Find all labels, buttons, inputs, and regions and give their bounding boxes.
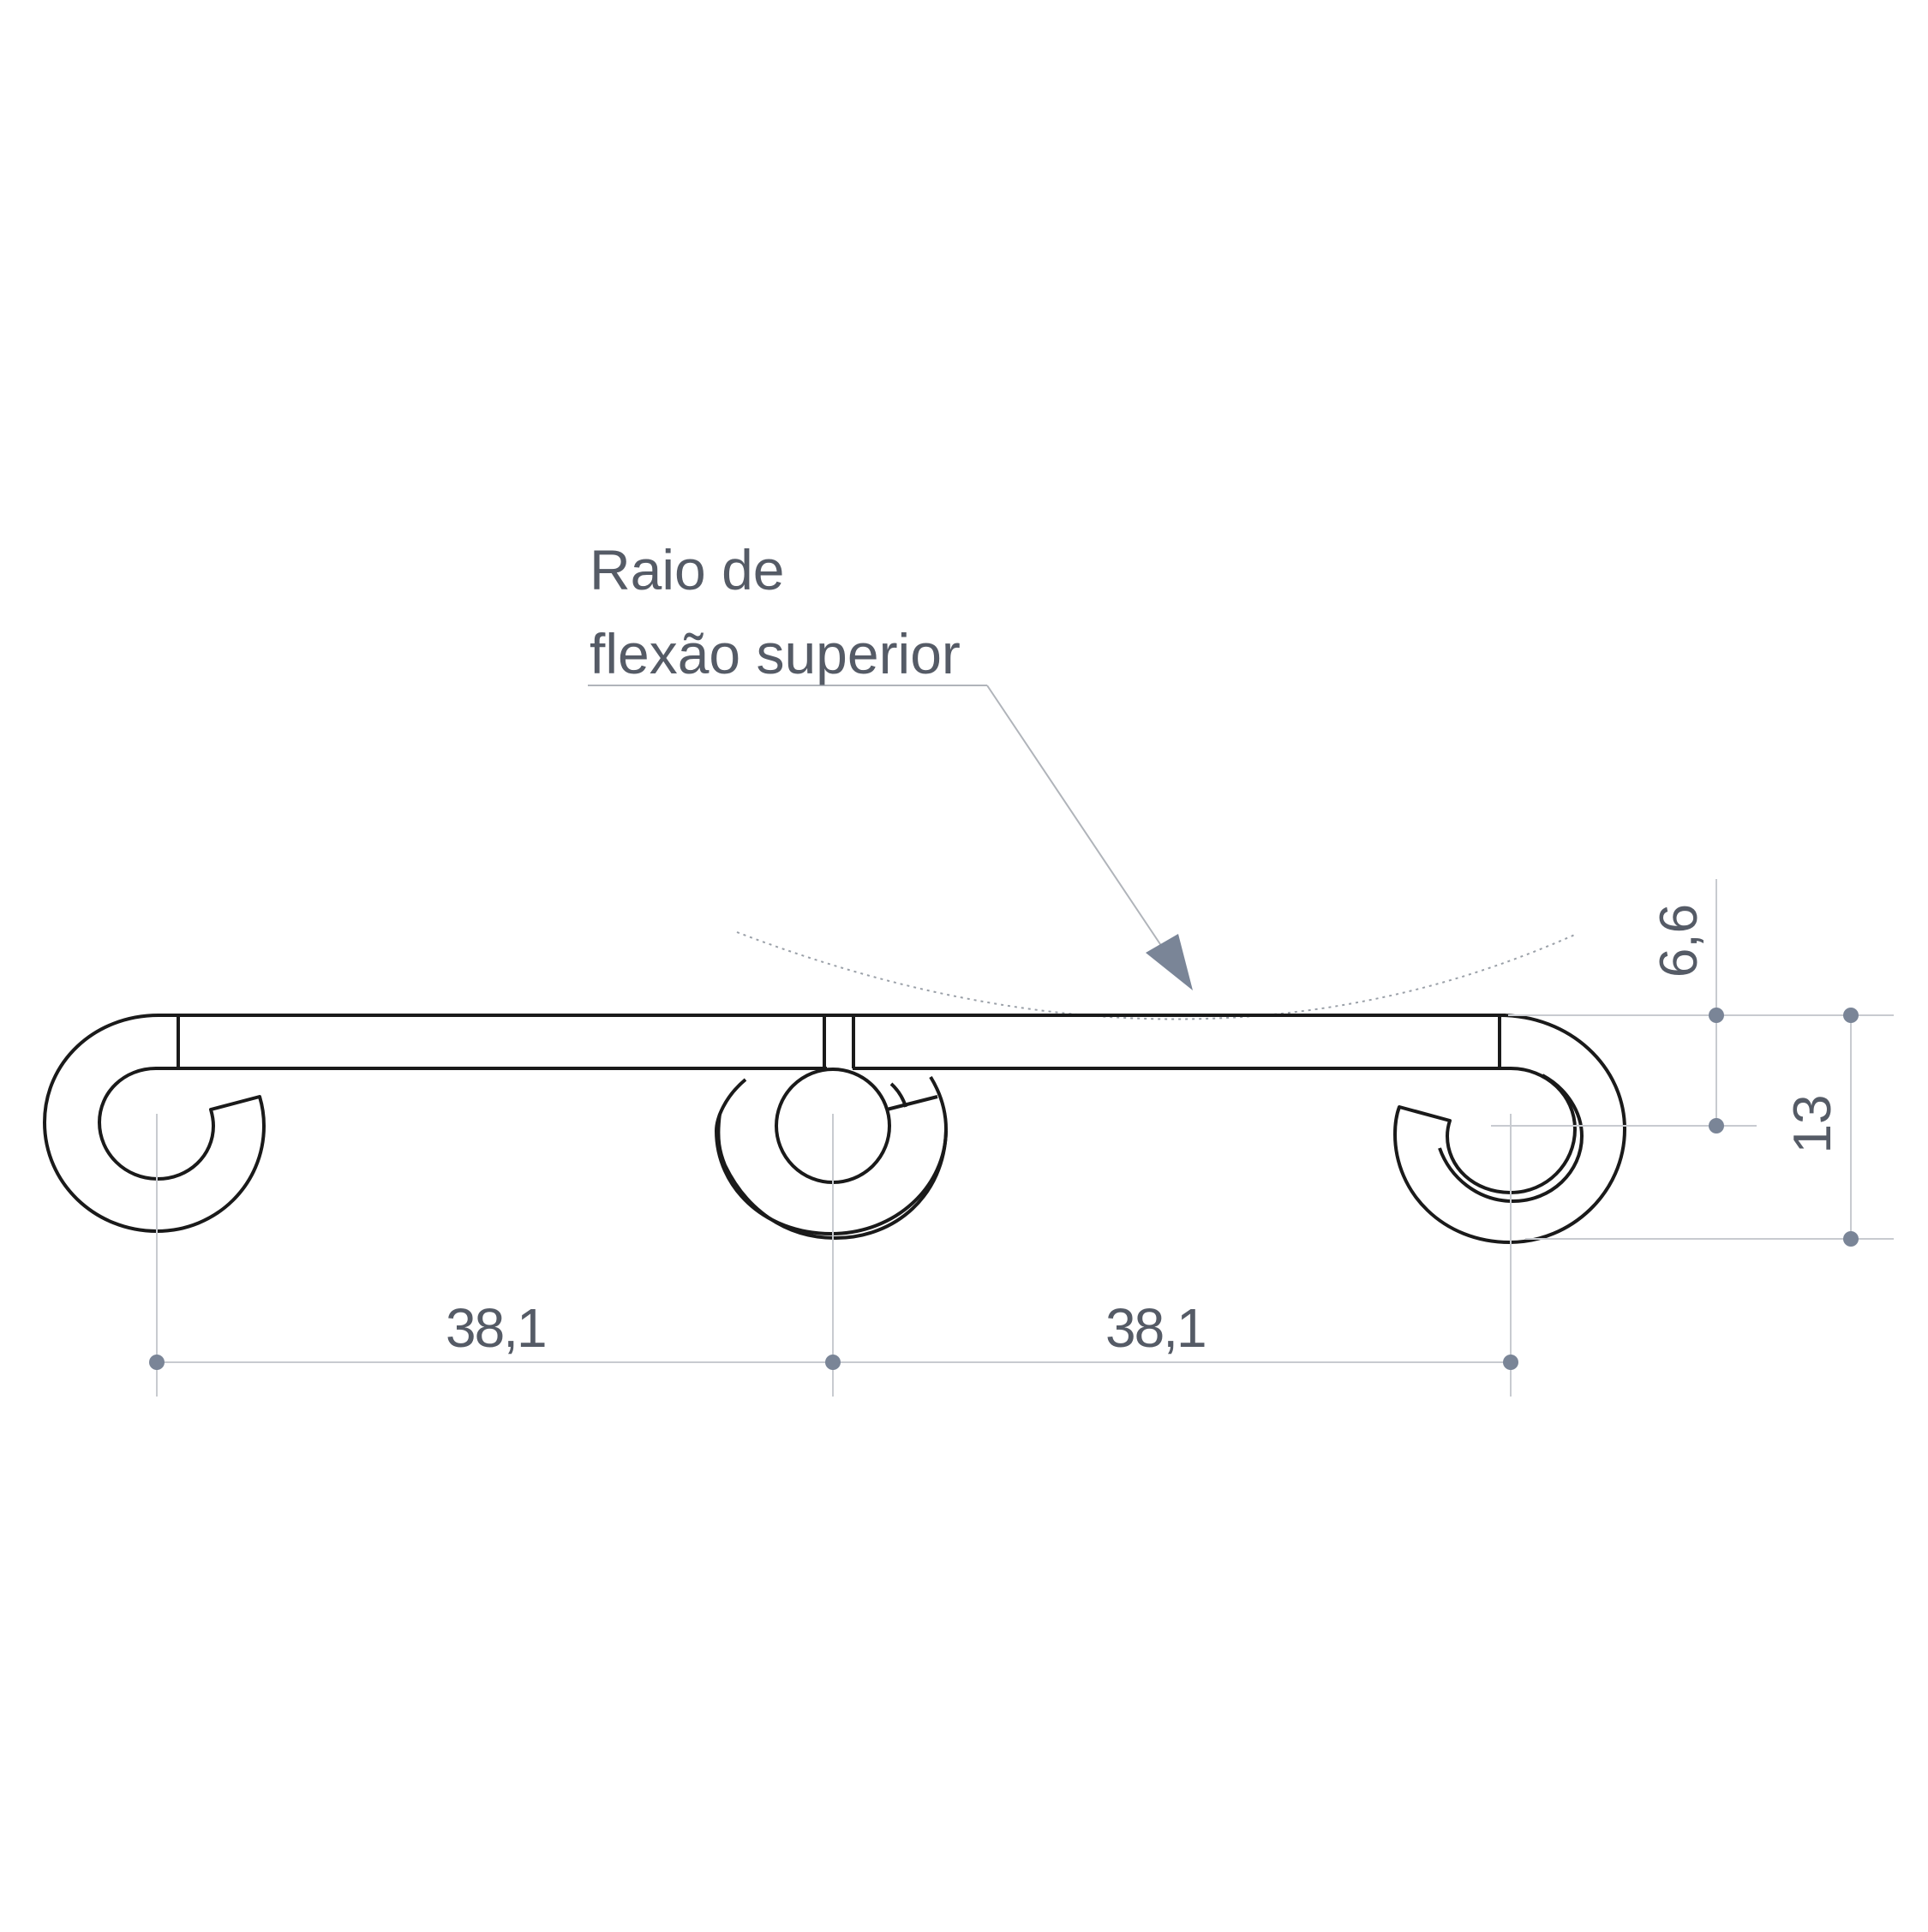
dim-point bbox=[825, 1355, 841, 1370]
middle-knuckle-outer bbox=[715, 1075, 948, 1235]
dim-point bbox=[1503, 1355, 1518, 1370]
dim-point bbox=[1843, 1008, 1859, 1023]
dim-point bbox=[149, 1355, 165, 1370]
callout-label-line2: flexão superior bbox=[590, 622, 961, 685]
right-hook bbox=[1393, 1014, 1626, 1244]
dimension-lines bbox=[156, 879, 1894, 1397]
middle-knuckle-outer-2 bbox=[716, 1113, 948, 1240]
callout-arrowhead bbox=[1146, 934, 1193, 990]
height-dimension: 13 bbox=[1783, 1094, 1842, 1154]
dim-point bbox=[1843, 1231, 1859, 1247]
right-hook-inner bbox=[1438, 1074, 1584, 1203]
callout-leader bbox=[588, 685, 1193, 990]
dim-point bbox=[1709, 1008, 1724, 1023]
callout-label-line1: Raio de bbox=[590, 538, 785, 601]
pitch-dimension-left: 38,1 bbox=[446, 1297, 548, 1359]
dimension-points bbox=[149, 1008, 1859, 1370]
slat-profile bbox=[43, 1014, 1626, 1244]
middle-knuckle-slot bbox=[886, 1082, 938, 1111]
left-hook bbox=[43, 1014, 266, 1233]
bend-radius-arc bbox=[736, 931, 1578, 1020]
dim-point bbox=[1709, 1118, 1724, 1133]
pitch-dimension-right: 38,1 bbox=[1105, 1297, 1207, 1359]
offset-dimension: 6,6 bbox=[1650, 903, 1709, 978]
